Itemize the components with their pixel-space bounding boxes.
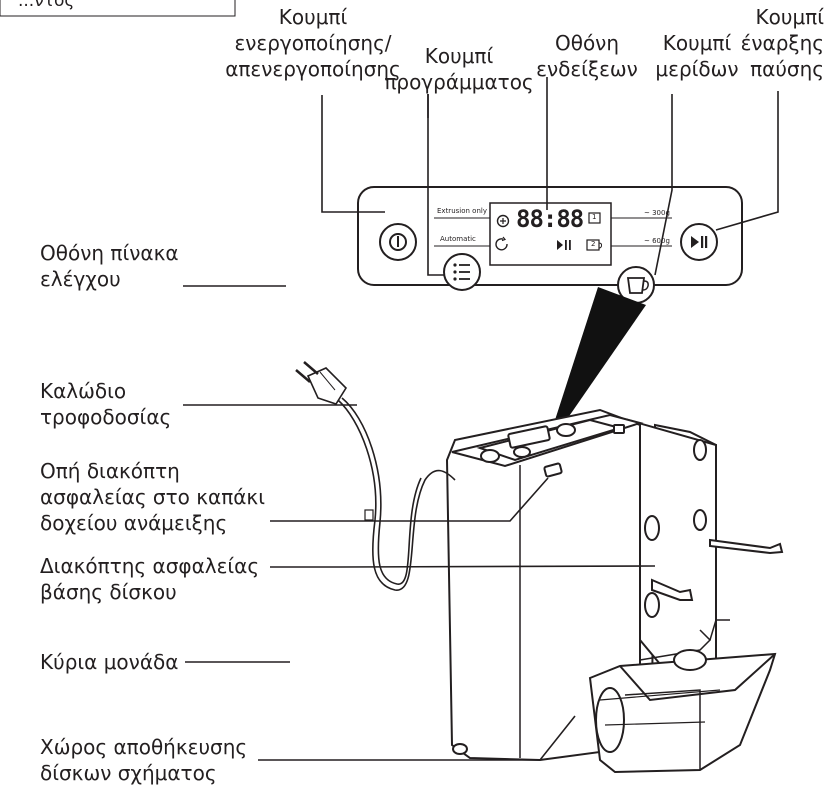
power-button-label: Κουμπί ενεργοποίησης/ απενεργοποίησης [178,4,448,82]
plug-icon [295,361,348,405]
portion-button-label: Κουμπί μερίδων [648,30,746,82]
display-screen-label-line-2: ενδείξεων [536,57,638,81]
power-cord-drawing [337,397,456,591]
disc-safety-switch-label-line-1: Διακόπτης ασφαλείας [40,554,260,578]
display-digits: 88:88 [516,205,584,233]
start-pause-button-label-line-1: Κουμπί [755,5,824,29]
automatic-icon [495,238,508,251]
control-panel-label-line-1: Οθόνη πίνακα [40,241,179,265]
safety-switch-hole-label: Οπή διακόπτη ασφαλείας στο καπάκι δοχείο… [40,458,265,536]
mode-automatic-label: Automatic [440,235,476,243]
main-unit-drawing [445,408,784,762]
control-panel-label-line-2: ελέγχου [40,267,121,291]
portion-large-label: ~ 600g [644,237,670,245]
safety-switch-hole-label-line-1: Οπή διακόπτη [40,459,180,483]
power-button-label-line-2: ενεργοποίησης/ [234,31,392,55]
control-panel-drawing [357,186,743,304]
control-panel-label: Οθόνη πίνακα ελέγχου [40,240,179,292]
disc-storage-drawing [588,619,777,774]
disc-storage-label-line-1: Χώρος αποθήκευσης [40,735,248,759]
start-pause-button-label: Κουμπί έναρξης παύσης [730,4,824,82]
unit-callout-lines [183,404,656,761]
program-button-label-line-1: Κουμπί [424,44,494,68]
disc-safety-switch-label-line-2: βάσης δίσκου [40,580,177,604]
portion-button-label-line-1: Κουμπί [662,31,732,55]
power-button-label-line-3: απενεργοποίησης [225,57,401,81]
small-cup-icon [588,212,601,224]
mode-extrusion-label: Extrusion only [437,207,487,215]
small-cup-number: 1 [592,213,597,221]
display-screen-label: Οθόνη ενδείξεων [522,30,652,82]
program-button-label-line-2: προγράμματος [384,70,534,94]
program-button-drawing [443,253,481,291]
extrusion-icon [496,214,510,228]
zoom-wedge [555,287,646,425]
safety-switch-hole-label-line-2: ασφαλείας στο καπάκι [40,485,265,509]
power-cord-label-line-2: τροφοδοσίας [40,405,172,429]
header-fragment: ...ντος [18,0,75,11]
program-button-label: Κουμπί προγράμματος [374,43,544,95]
play-pause-indicator-icon [557,240,563,250]
main-unit-label-line-1: Κύρια μονάδα [40,650,179,674]
power-button-label-line-1: Κουμπί [278,5,348,29]
main-unit-label: Κύρια μονάδα [40,649,178,675]
large-cup-icon [586,239,600,251]
start-pause-button-label-line-3: παύσης [750,57,824,81]
power-button-drawing [379,223,417,261]
portion-small-label: ~ 300g [644,209,670,217]
disc-storage-label: Χώρος αποθήκευσης δίσκων σχήματος [40,734,247,786]
disc-storage-label-line-2: δίσκων σχήματος [40,761,217,785]
display-screen-label-line-1: Οθόνη [554,31,620,55]
power-cord-label-line-1: Καλώδιο [40,379,127,403]
start-pause-button-drawing [680,223,718,261]
start-pause-button-label-line-2: έναρξης [740,31,824,55]
header-fragment-box [0,0,236,17]
large-cup-number: 2 [591,240,596,248]
portion-button-label-line-2: μερίδων [655,57,739,81]
portion-button-drawing [617,266,655,304]
panel-callout-lines [183,77,779,287]
disc-safety-switch-label: Διακόπτης ασφαλείας βάσης δίσκου [40,553,259,605]
power-cord-label: Καλώδιο τροφοδοσίας [40,378,171,430]
safety-switch-hole-label-line-3: δοχείου ανάμειξης [40,511,228,535]
